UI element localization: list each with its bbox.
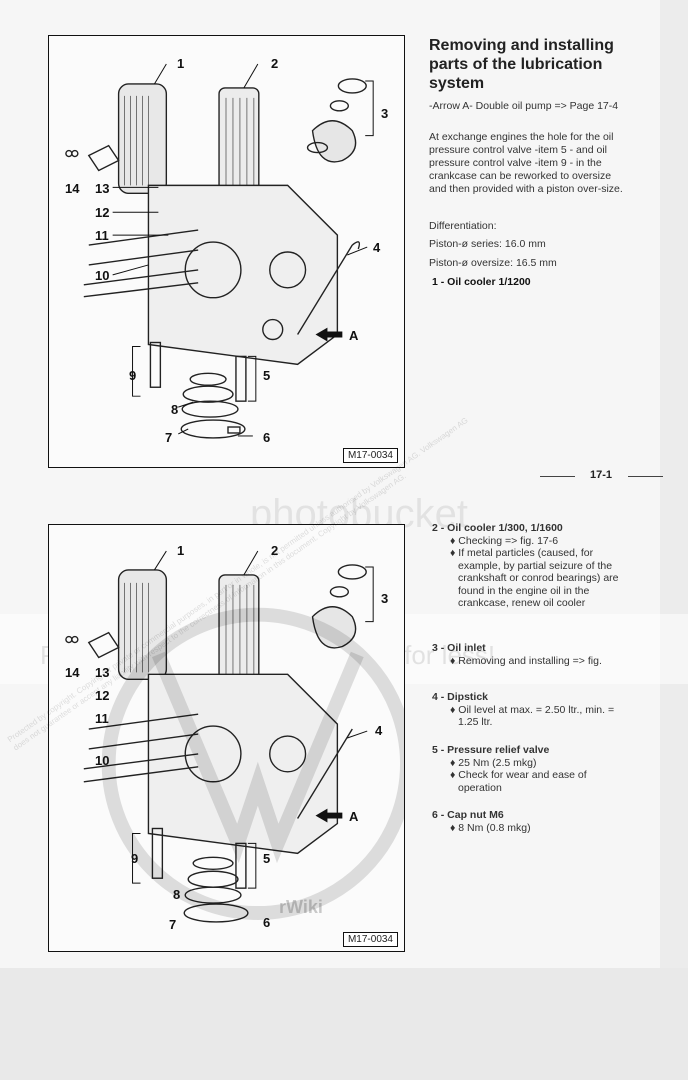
callout-7: 7 bbox=[169, 917, 177, 932]
item-bullet: ♦ Oil level at max. = 2.50 ltr., min. = … bbox=[450, 703, 615, 729]
bottom-band bbox=[0, 968, 688, 1080]
item-bullet: ♦ 8 Nm (0.8 mkg) bbox=[450, 821, 531, 834]
differentiation-label: Differentiation: bbox=[429, 220, 497, 232]
callout-3: 3 bbox=[381, 591, 389, 606]
page-number: 17-1 bbox=[590, 469, 613, 481]
page-rule-left bbox=[540, 476, 575, 477]
callout-4: 4 bbox=[375, 723, 383, 738]
item-6: 6 - Cap nut M6 ♦ 8 Nm (0.8 mkg) bbox=[432, 809, 632, 834]
item-1-heading: 1 - Oil cooler 1/1200 bbox=[432, 276, 531, 288]
item-bullet: ♦ Check for wear and ease of operation bbox=[450, 769, 587, 794]
item-heading: 5 - Pressure relief valve bbox=[432, 744, 550, 756]
item-4: 4 - Dipstick ♦ Oil level at max. = 2.50 … bbox=[432, 691, 632, 729]
item-bullet: ♦ Checking => fig. 17-6 bbox=[450, 534, 559, 547]
callout-12: 12 bbox=[95, 688, 110, 703]
item-3: 3 - Oil inlet ♦ Removing and installing … bbox=[432, 642, 632, 667]
callout-14: 14 bbox=[65, 665, 80, 680]
callout-3: 3 bbox=[381, 106, 389, 121]
callout-8: 8 bbox=[173, 887, 181, 902]
engine-diagram-bottom: 1 2 3 4 5 6 7 8 9 10 11 12 13 14 A rWiki… bbox=[48, 524, 405, 952]
item-bullet: ♦ Removing and installing => fig. bbox=[450, 654, 602, 667]
callout-12: 12 bbox=[95, 205, 110, 220]
callout-1: 1 bbox=[177, 56, 185, 71]
callout-5: 5 bbox=[263, 368, 271, 383]
item-heading: 4 - Dipstick bbox=[432, 691, 489, 703]
callout-14: 14 bbox=[65, 181, 80, 196]
item-bullet: ♦ 25 Nm (2.5 mkg) bbox=[450, 756, 537, 769]
callout-7: 7 bbox=[165, 430, 173, 445]
item-heading: 6 - Cap nut M6 bbox=[432, 809, 504, 821]
callout-2: 2 bbox=[271, 543, 279, 558]
callout-6: 6 bbox=[263, 915, 271, 930]
callout-2: 2 bbox=[271, 56, 279, 71]
callout-1: 1 bbox=[177, 543, 185, 558]
callout-6: 6 bbox=[263, 430, 271, 445]
page-rule-right bbox=[628, 476, 663, 477]
item-heading: 3 - Oil inlet bbox=[432, 642, 486, 654]
item-heading: 2 - Oil cooler 1/300, 1/1600 bbox=[432, 522, 563, 534]
figure-id: M17-0034 bbox=[342, 932, 398, 947]
callout-8: 8 bbox=[171, 402, 179, 417]
callout-13: 13 bbox=[95, 665, 110, 680]
item-bullet: ♦ If metal particles (caused, for exampl… bbox=[450, 547, 619, 609]
engine-drawing bbox=[65, 63, 374, 439]
exchange-engine-note: At exchange engines the hole for the oil… bbox=[429, 131, 623, 195]
piston-series: Piston-ø series: 16.0 mm bbox=[429, 238, 546, 250]
callout-11: 11 bbox=[95, 228, 109, 243]
item-2: 2 - Oil cooler 1/300, 1/1600 ♦ Checking … bbox=[432, 522, 632, 610]
callout-4: 4 bbox=[373, 240, 381, 255]
callout-11: 11 bbox=[95, 711, 109, 726]
arrow-a-note: -Arrow A- Double oil pump => Page 17-4 bbox=[429, 100, 619, 112]
callout-9: 9 bbox=[129, 368, 137, 383]
callout-10: 10 bbox=[95, 753, 110, 768]
callout-10: 10 bbox=[95, 268, 110, 283]
page-title: Removing and installing parts of the lub… bbox=[429, 37, 614, 92]
arrow-a-label: A bbox=[349, 809, 359, 824]
figure-id: M17-0034 bbox=[342, 448, 398, 463]
brand-watermark: rWiki bbox=[279, 897, 323, 917]
callout-13: 13 bbox=[95, 181, 110, 196]
engine-diagram-top: 1 2 3 4 5 6 7 8 9 10 11 12 13 14 A M17-0… bbox=[48, 35, 405, 468]
callout-9: 9 bbox=[131, 851, 139, 866]
arrow-a-label: A bbox=[349, 328, 359, 343]
item-5: 5 - Pressure relief valve ♦ 25 Nm (2.5 m… bbox=[432, 744, 632, 794]
callout-5: 5 bbox=[263, 851, 271, 866]
piston-oversize: Piston-ø oversize: 16.5 mm bbox=[429, 257, 557, 269]
engine-drawing-copy bbox=[65, 550, 404, 923]
